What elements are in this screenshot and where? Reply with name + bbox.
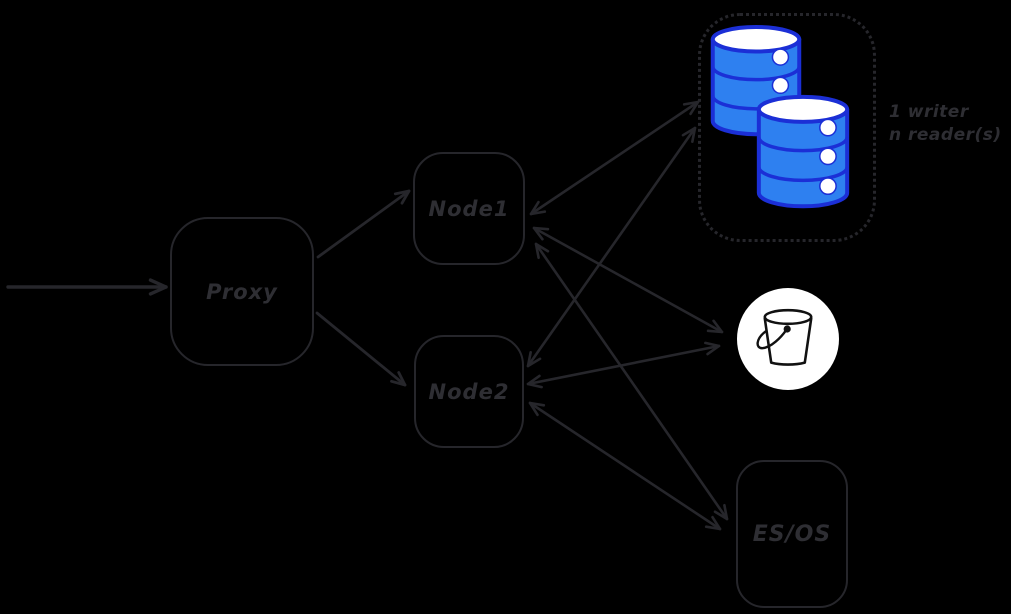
proxy-node: Proxy (170, 217, 314, 366)
esos-label: ES/OS (752, 521, 832, 547)
edge-ingress-proxy (6, 278, 168, 296)
node2-label: Node2 (428, 379, 510, 404)
node1-label: Node1 (428, 196, 510, 221)
edge-node1-esos (534, 242, 729, 521)
edge-node2-esos (528, 401, 722, 531)
db-annotation-line1: 1 writer (889, 102, 969, 122)
edge-proxy-node2 (315, 311, 407, 387)
edge-node2-db (526, 126, 697, 368)
database-cylinder-front-icon (755, 93, 851, 214)
bucket-icon (756, 308, 813, 366)
db-annotation-line2: n reader(s) (889, 125, 1002, 145)
edge-proxy-node1 (316, 189, 411, 259)
bucket-node (737, 288, 839, 390)
db-cluster-annotation: 1 writer n reader(s) (889, 101, 1002, 147)
esos-node: ES/OS (736, 460, 848, 608)
proxy-label: Proxy (206, 279, 278, 304)
edge-node2-bucket (526, 341, 721, 389)
node1-node: Node1 (413, 152, 525, 265)
node2-node: Node2 (414, 335, 524, 448)
edge-node1-bucket (532, 226, 724, 334)
db-cluster-group (698, 13, 876, 242)
